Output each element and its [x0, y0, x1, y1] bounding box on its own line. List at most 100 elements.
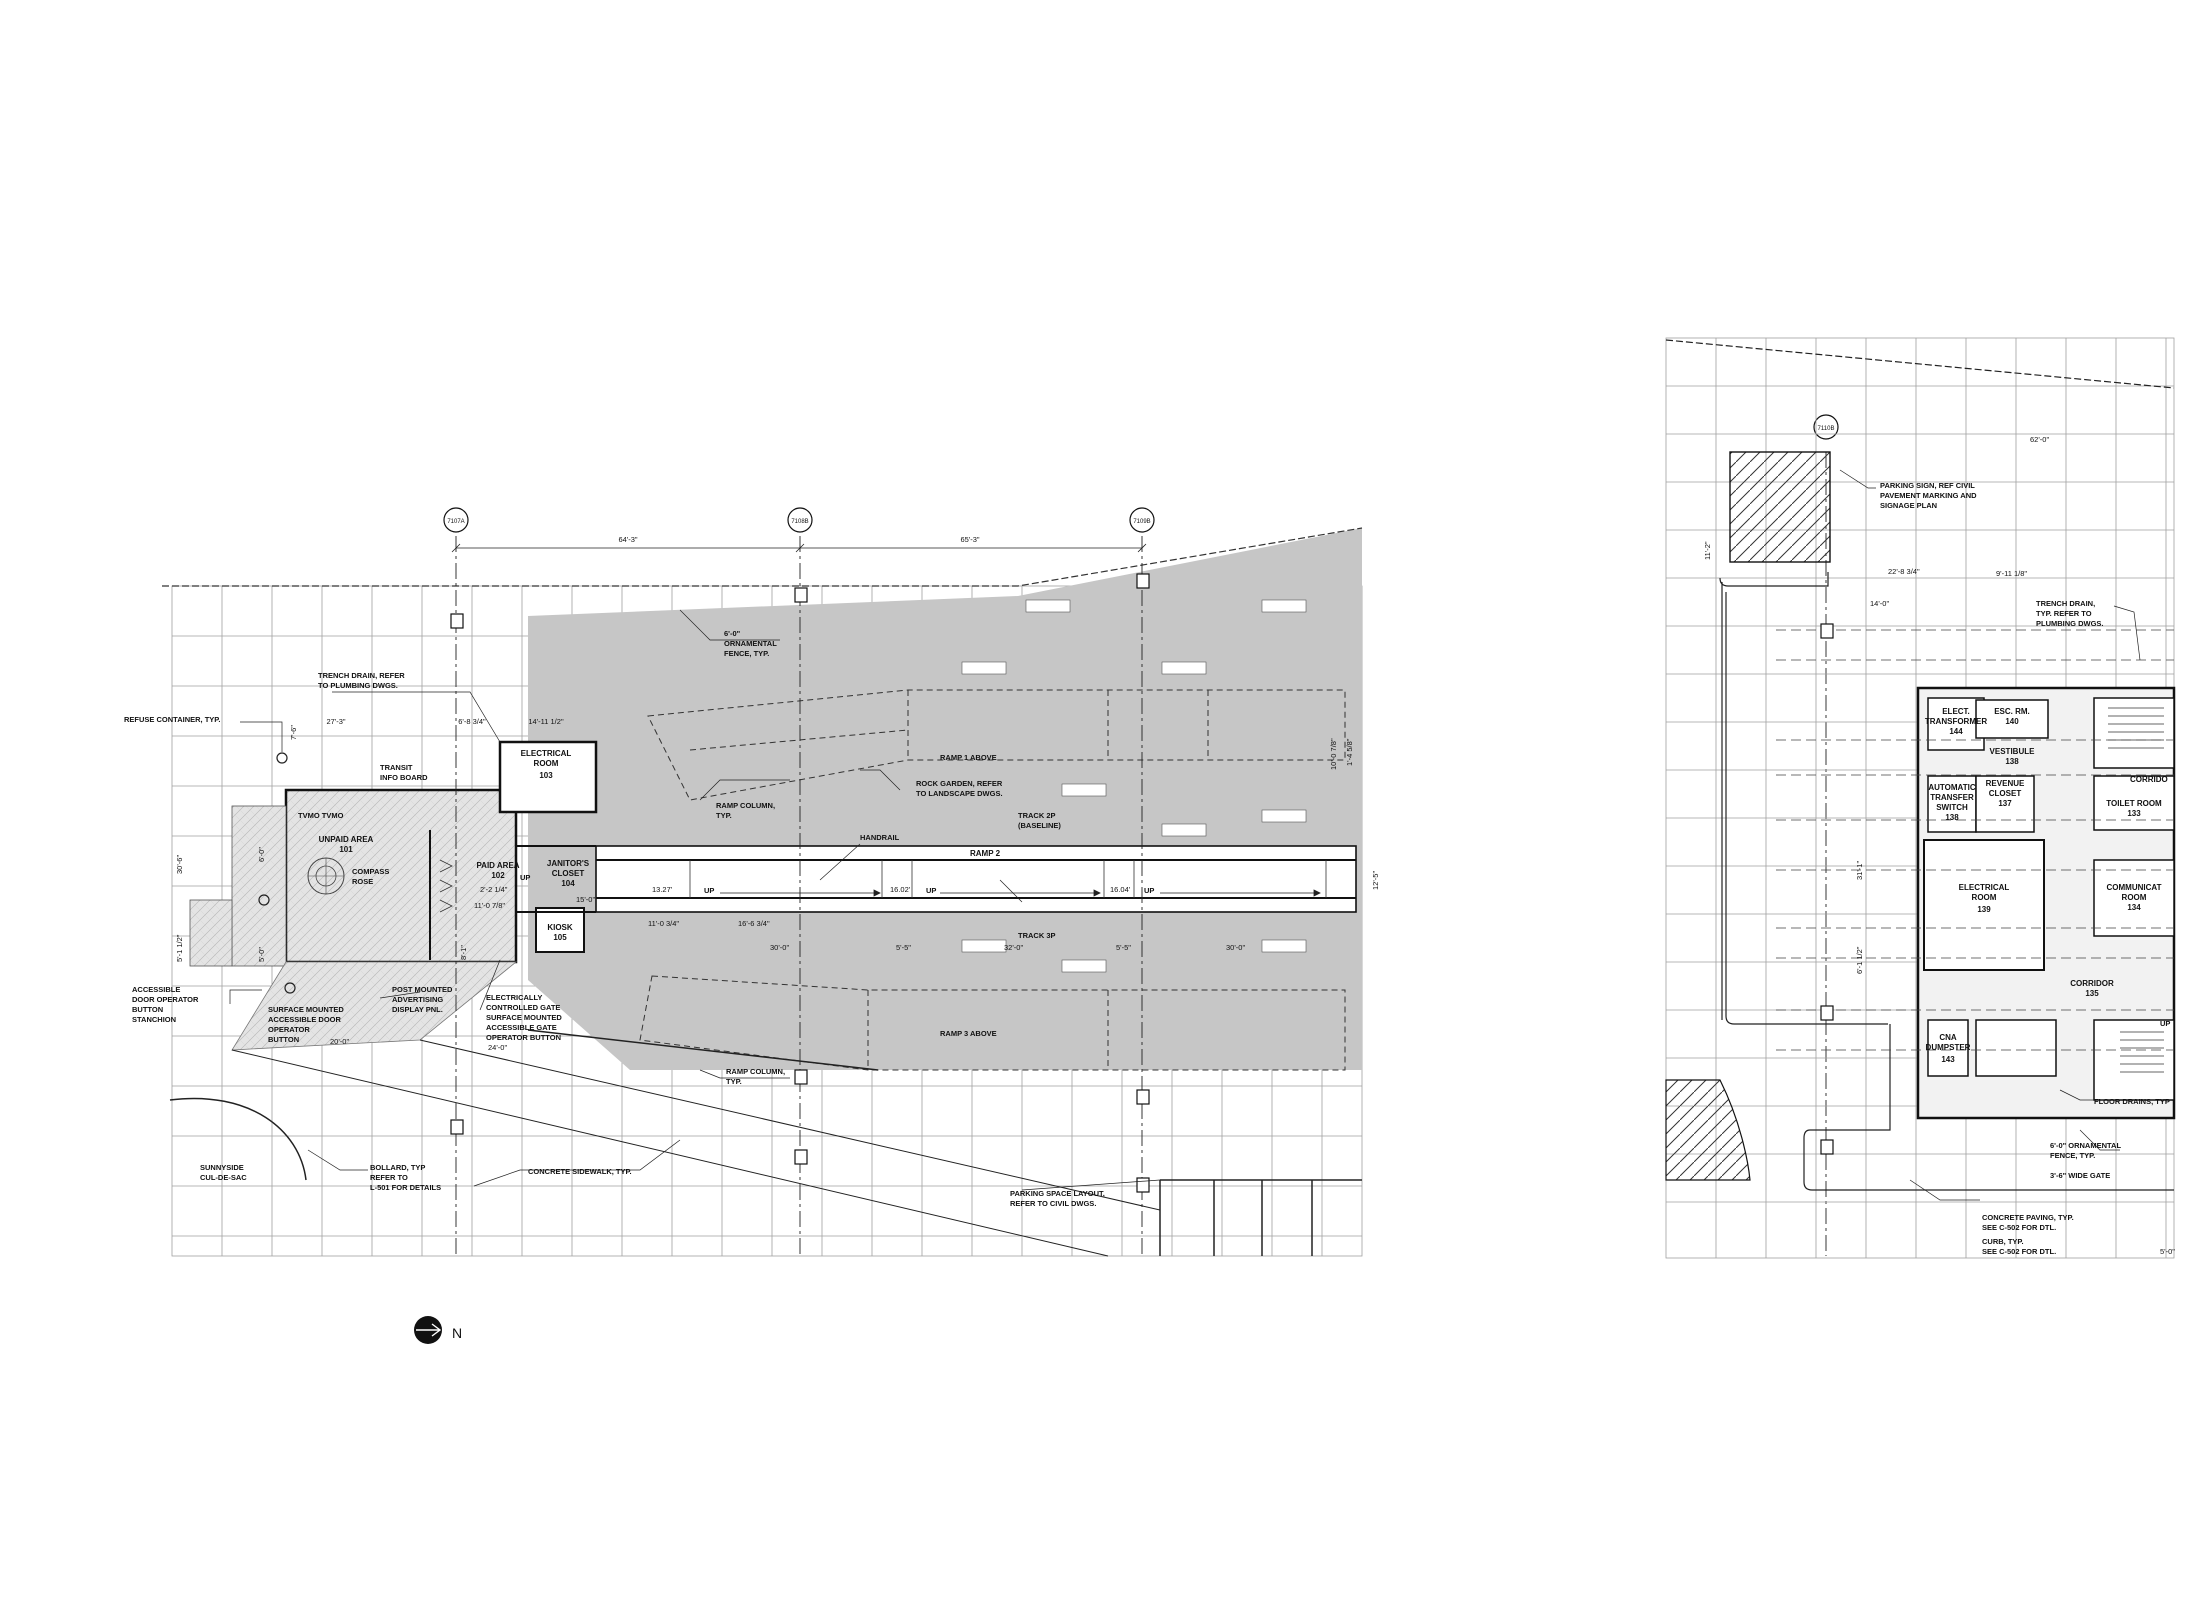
top-dimension [451, 543, 1147, 553]
janitor-closet-label: JANITOR'S [547, 859, 590, 868]
floor-drains-label: FLOOR DRAINS, TYP [2094, 1097, 2170, 1106]
ramp-up-label: UP [926, 886, 936, 895]
electrical-room-right-number: 139 [1977, 905, 1991, 914]
right-up-label: UP [2160, 1019, 2170, 1028]
dimension-text: 16.04' [1110, 885, 1131, 894]
bollard-label: BOLLARD, TYP [370, 1163, 425, 1172]
right-hatching [1665, 451, 1831, 1181]
curb-label: SEE C-502 FOR DTL. [1982, 1247, 2056, 1256]
ramp-3-outline [639, 975, 1346, 1071]
kiosk-label: KIOSK [547, 923, 573, 932]
ramp-column-label: TYP. [716, 811, 732, 820]
dimension-text: 6'-0" [257, 847, 266, 862]
revenue-closet-label: REVENUE [1986, 779, 2025, 788]
north-arrow: N [414, 1316, 462, 1344]
dimension-text: 2'-2 1/4" [480, 885, 508, 894]
surface-button-label: SURFACE MOUNTED [268, 1005, 344, 1014]
ramp-column-label: RAMP COLUMN, [726, 1067, 785, 1076]
dimension-text: 1'-4 5/8" [1345, 738, 1354, 766]
elect-transformer-label: ELECT. [1942, 707, 1970, 716]
parking-layout-label: REFER TO CIVIL DWGS. [1010, 1199, 1096, 1208]
surface-button-label: OPERATOR [268, 1025, 310, 1034]
track-2p-label: TRACK 2P [1018, 811, 1056, 820]
right-station-building [1916, 686, 2176, 1120]
dimension-text: 24'-0" [488, 1043, 507, 1052]
corridor-label: CORRIDOR [2070, 979, 2114, 988]
right-site-edges [1719, 572, 2174, 1191]
parking-sign-label: SIGNAGE PLAN [1880, 501, 1937, 510]
sunnyside-label: SUNNYSIDE [200, 1163, 244, 1172]
accessible-button-label: ACCESSIBLE [132, 985, 180, 994]
fence-label: ORNAMENTAL [724, 639, 777, 648]
surface-button-label: ACCESSIBLE DOOR [268, 1015, 342, 1024]
right-labels: PARKING SIGN, REF CIVIL PAVEMENT MARKING… [1703, 435, 2175, 1256]
dimension-text: 5'-5" [1116, 943, 1131, 952]
dimension-text: 10'-0 7/8" [1329, 738, 1338, 770]
esc-room-number: 140 [2005, 717, 2019, 726]
right-dimension: 11'-2" [1703, 541, 1712, 560]
refuse-label: REFUSE CONTAINER, TYP. [124, 715, 220, 724]
right-fence-label: 6'-0" ORNAMENTAL [2050, 1141, 2121, 1150]
paid-area-label: PAID AREA [476, 861, 519, 870]
ramp-2-label: RAMP 2 [970, 849, 1001, 858]
cna-dumpster-label: DUMPSTER [1926, 1043, 1971, 1052]
dimension-text: 13.27' [652, 885, 673, 894]
elect-transformer-number: 144 [1949, 727, 1963, 736]
handrail-label: HANDRAIL [860, 833, 900, 842]
bollard-label: L-501 FOR DETAILS [370, 1183, 441, 1192]
unpaid-area-number: 101 [339, 845, 353, 854]
dimension-text: 6'-8 3/4" [458, 717, 486, 726]
right-dimension: 62'-0" [2030, 435, 2049, 444]
north-label: N [452, 1325, 462, 1341]
curb-label: CURB, TYP. [1982, 1237, 2024, 1246]
elect-transformer-label: TRANSFORMER [1925, 717, 1987, 726]
right-dimension: 6'-1 1/2" [1855, 946, 1864, 974]
gate-button-label: OPERATOR BUTTON [486, 1033, 561, 1042]
ramp-up-label: UP [520, 873, 530, 882]
trench-drain-right-label: TYP. REFER TO [2036, 609, 2092, 618]
rock-garden-label: ROCK GARDEN, REFER [916, 779, 1003, 788]
dimension-text: 11'-0 7/8" [474, 901, 505, 910]
bollard-label: REFER TO [370, 1173, 408, 1182]
leader-lines [229, 609, 1161, 1191]
right-dimension: 14'-0" [1870, 599, 1889, 608]
ramp-2 [595, 845, 1357, 913]
post-panel-label: DISPLAY PNL. [392, 1005, 443, 1014]
grid-bubble [1129, 507, 1155, 533]
grid-bubble-label: 7107A [447, 519, 464, 525]
dimension-text: 5'-1 1/2" [175, 934, 184, 962]
dimension-text: 15'-0" [576, 895, 595, 904]
grid-bubble-label: 7109B [1133, 519, 1150, 525]
gate-label: 3'-6" WIDE GATE [2050, 1171, 2110, 1180]
transit-info-label: INFO BOARD [380, 773, 428, 782]
ramp-1-label: RAMP 1 ABOVE [940, 753, 997, 762]
kiosk-number: 105 [553, 933, 567, 942]
right-dimension: 5'-0" [2160, 1247, 2175, 1256]
toilet-room-label: TOILET ROOM [2106, 799, 2162, 808]
ramp-column-label: RAMP COLUMN, [716, 801, 775, 810]
dimension-text: 20'-0" [330, 1037, 349, 1046]
grid-bubble-label: 7108B [791, 519, 808, 525]
ramp-up-label: UP [1144, 886, 1154, 895]
left-labels: REFUSE CONTAINER, TYP. TRENCH DRAIN, REF… [124, 629, 1154, 1208]
ramp-3-label: RAMP 3 ABOVE [940, 1029, 997, 1038]
grid-bubble [1813, 414, 1839, 440]
dimension-text: 27'-3" [326, 717, 345, 726]
janitor-closet-number: 104 [561, 879, 575, 888]
toilet-room-number: 133 [2127, 809, 2141, 818]
grid-bubble [443, 507, 469, 533]
right-dimension: 31'-1" [1855, 861, 1864, 880]
dimension-text: 5'-0" [257, 947, 266, 962]
concrete-paving-label: SEE C-502 FOR DTL. [1982, 1223, 2056, 1232]
dimension-text: 64'-3" [618, 535, 637, 544]
parking-layout-label: PARKING SPACE LAYOUT, [1010, 1189, 1105, 1198]
fence-label: 6'-0" [724, 629, 741, 638]
surface-button-label: BUTTON [268, 1035, 299, 1044]
concrete-paving-label: CONCRETE PAVING, TYP. [1982, 1213, 2074, 1222]
dimension-text: 8'-1" [459, 945, 468, 960]
electrical-room-number: 103 [539, 771, 553, 780]
auto-switch-label: SWITCH [1936, 803, 1968, 812]
auto-switch-label: TRANSFER [1930, 793, 1974, 802]
vestibule-label: VESTIBULE [1990, 747, 2036, 756]
dimension-text: 14'-11 1/2" [528, 717, 564, 726]
